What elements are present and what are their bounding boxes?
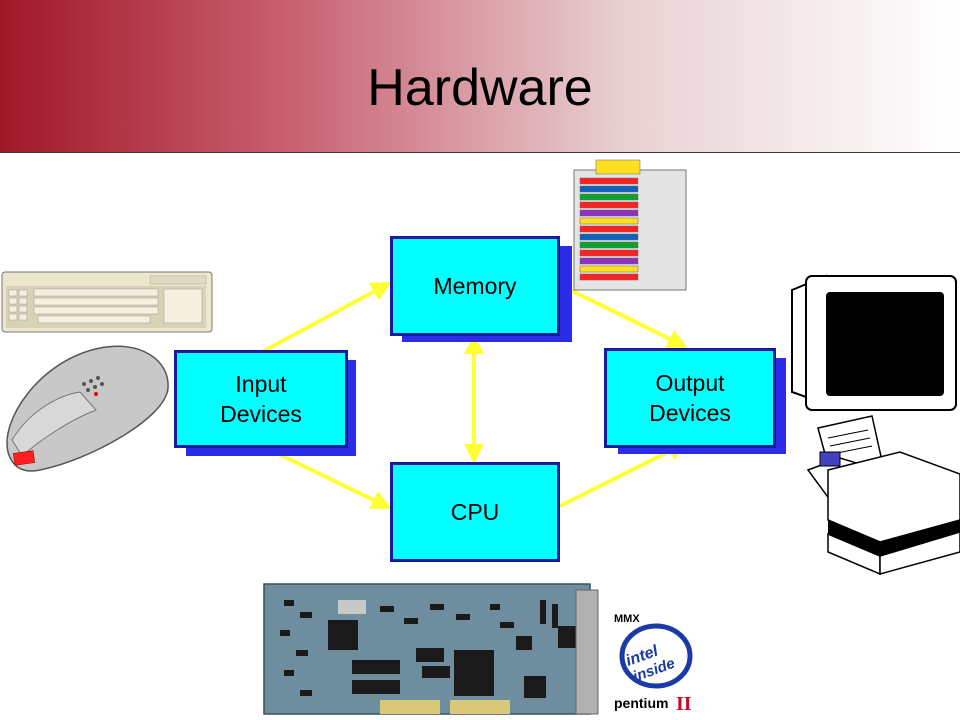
intel-pentium-logo: MMX intel inside pentium II [612, 610, 693, 715]
page-title: Hardware [367, 59, 593, 117]
arrow-input-to-cpu [261, 444, 392, 510]
arrow-input-to-memory [261, 282, 392, 354]
memory-box: Memory [390, 236, 560, 336]
arrow-cpu-to-output [557, 442, 688, 509]
cpu-label: CPU [450, 499, 500, 525]
output-devices-box: Output Devices [604, 348, 776, 448]
floppy-disk-stack-icon [573, 159, 687, 291]
svg-text:pentium: pentium [614, 695, 668, 711]
output-label-line2: Devices [649, 400, 731, 426]
svg-text:II: II [676, 693, 692, 715]
input-label-line1: Input [235, 371, 287, 397]
keyboard-icon [1, 271, 213, 333]
input-devices-box: Input Devices [174, 350, 348, 448]
input-label-line2: Devices [220, 401, 302, 427]
cpu-box: CPU [390, 462, 560, 562]
output-label-line1: Output [655, 370, 725, 396]
mouse-icon [6, 345, 169, 472]
title-bar [0, 0, 960, 153]
monitor-icon [791, 274, 957, 411]
flow-arrows [261, 282, 688, 510]
printer-icon [806, 415, 960, 576]
memory-label: Memory [433, 273, 517, 299]
circuit-board-icon [263, 583, 599, 715]
arrow-memory-to-output [557, 282, 688, 348]
svg-text:MMX: MMX [614, 613, 640, 625]
